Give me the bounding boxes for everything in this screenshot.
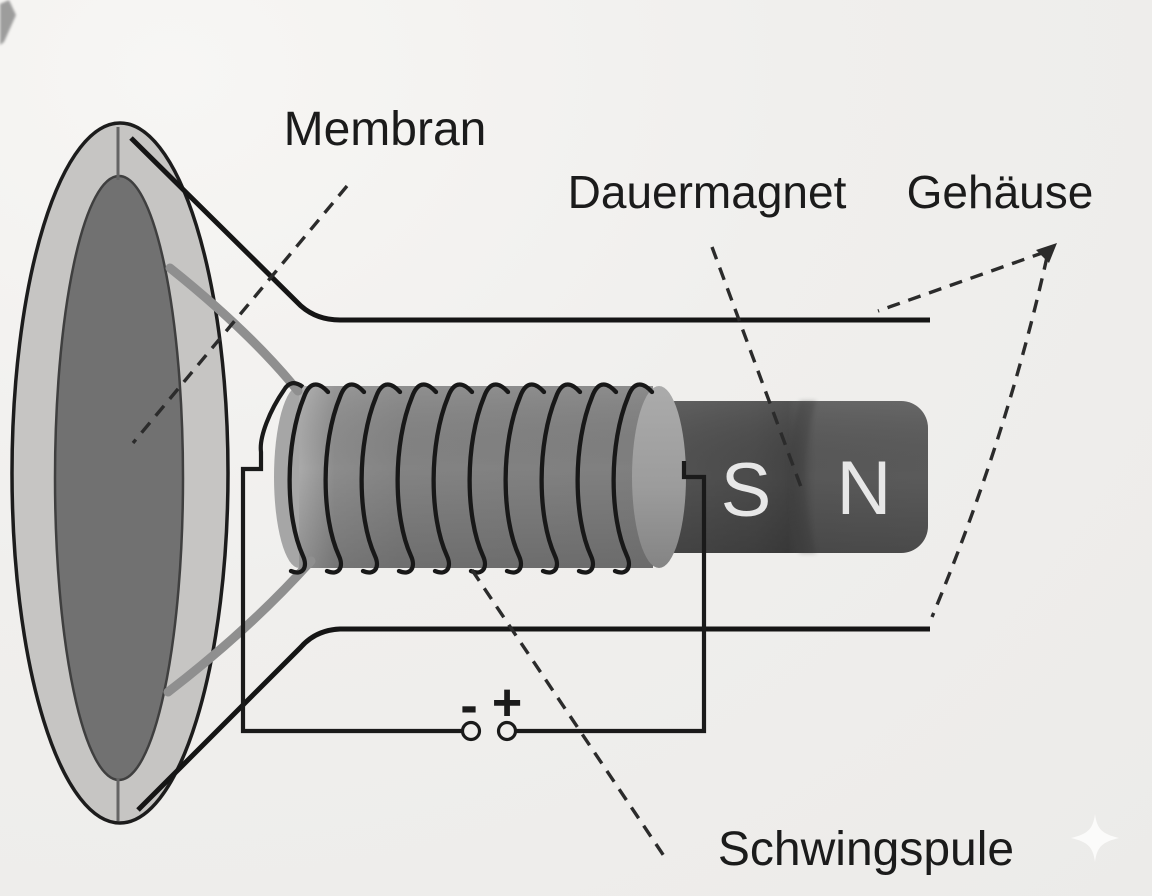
membrane-leader-line xyxy=(131,184,349,445)
coil-winding-turn xyxy=(611,382,655,575)
coil-winding-turn xyxy=(323,382,367,575)
housing-leader-line-bottom xyxy=(930,256,1049,618)
voice-coil xyxy=(274,386,653,568)
magnet-shading xyxy=(648,401,928,553)
coil-winding-turn xyxy=(503,382,547,575)
coil-winding-turn xyxy=(431,382,475,575)
labels: Membran Dauermagnet Gehäuse Schwingspule xyxy=(284,103,1094,876)
permanent-magnet xyxy=(648,401,928,553)
corner-smudge xyxy=(0,0,16,45)
membrane-cone xyxy=(10,121,230,825)
circuit-wire-right xyxy=(516,461,707,734)
permanent-magnet-label: Dauermagnet xyxy=(568,166,847,218)
voice-coil-leader-line xyxy=(470,569,670,863)
housing-bottom-line xyxy=(136,626,930,812)
coil-winding-turn xyxy=(359,382,403,575)
coil-winding-turn xyxy=(539,382,583,575)
circuit: - + xyxy=(240,381,707,742)
membrane-label: Membran xyxy=(284,103,487,156)
leader-lines xyxy=(131,184,1057,863)
coil-winding-turn xyxy=(467,382,511,575)
coil-winding-turn xyxy=(287,382,331,575)
terminal-negative-sign: - xyxy=(460,677,477,735)
magnet-pole-divider xyxy=(789,401,816,553)
terminal-positive xyxy=(496,720,518,742)
voice-coil-windings xyxy=(287,382,655,575)
circuit-wire-left xyxy=(240,381,462,734)
coil-winding-turn xyxy=(395,382,439,575)
terminal-positive-sign: + xyxy=(492,674,522,732)
sparkle-icon xyxy=(1071,814,1119,862)
voice-coil-label: Schwingspule xyxy=(718,823,1014,876)
cone-surround-top xyxy=(165,263,303,396)
membrane-inner-surface xyxy=(53,174,185,782)
housing-label: Gehäuse xyxy=(907,166,1094,218)
magnet-north-label: N xyxy=(837,446,892,531)
housing-top-line xyxy=(129,136,930,323)
terminal-negative xyxy=(460,720,482,742)
coil-winding-turn xyxy=(575,382,619,575)
coil-right-cap xyxy=(632,386,686,568)
magnet-south-label: S xyxy=(721,448,772,533)
housing-leader-arrowhead xyxy=(1036,243,1057,263)
housing-leader-line-top xyxy=(877,250,1046,313)
